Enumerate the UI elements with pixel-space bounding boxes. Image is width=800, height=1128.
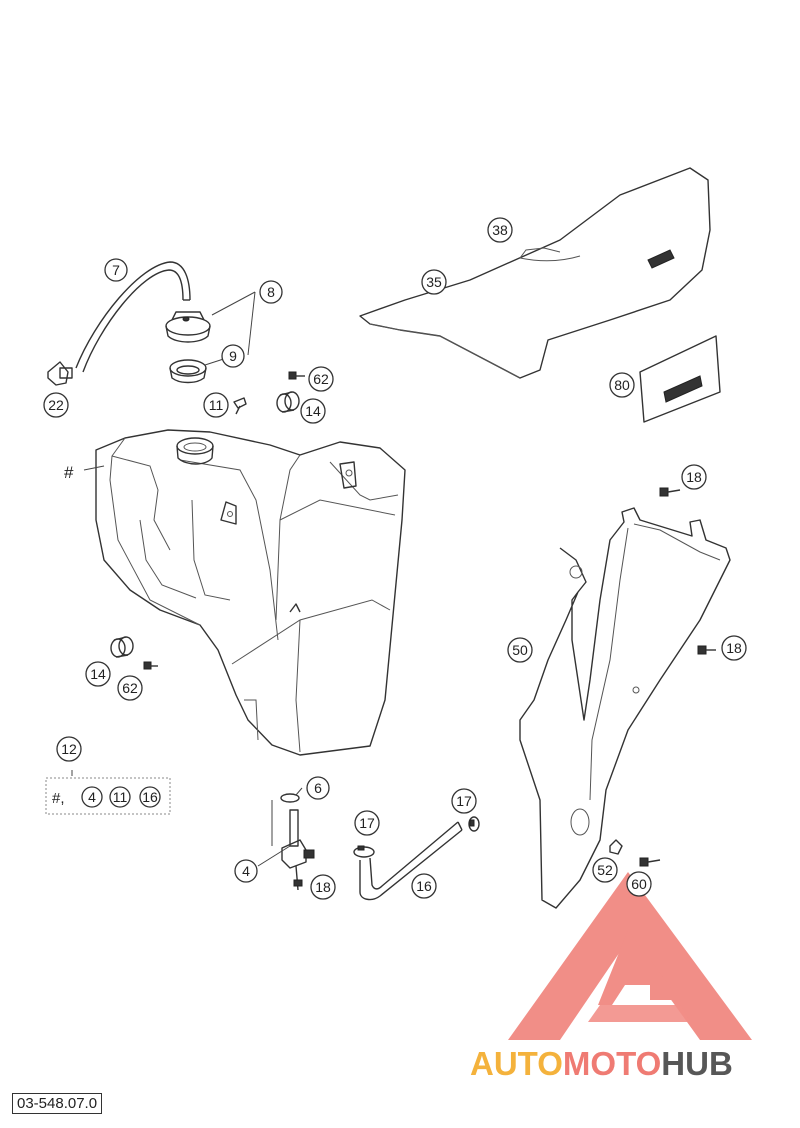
watermark-text-hub: HUB [661, 1045, 733, 1082]
callout-8: 8 [259, 280, 283, 304]
callout-17-right: 17 [451, 788, 477, 814]
svg-text:16: 16 [416, 878, 432, 894]
screw-part [233, 397, 247, 415]
svg-text:22: 22 [48, 397, 64, 413]
hose-fitting [47, 361, 73, 386]
seat [359, 167, 711, 379]
callout-4: 4 [234, 859, 258, 883]
svg-text:18: 18 [686, 469, 702, 485]
svg-text:52: 52 [597, 862, 613, 878]
fuel-tank [95, 429, 406, 756]
svg-text:4: 4 [242, 863, 250, 879]
callout-18-petcock: 18 [310, 874, 336, 900]
kit-item-16: 16 [139, 786, 161, 808]
svg-text:8: 8 [267, 284, 275, 300]
svg-text:16: 16 [142, 789, 158, 805]
svg-text:11: 11 [209, 397, 224, 413]
kit-contents: #, 4 11 16 [45, 777, 171, 815]
callout-52: 52 [592, 857, 618, 883]
svg-text:7: 7 [112, 262, 120, 278]
panel-nut [609, 839, 623, 855]
callout-62-top: 62 [308, 366, 334, 392]
callout-22: 22 [43, 392, 69, 418]
hose-clamp-2 [468, 816, 480, 832]
callout-14-bottom: 14 [85, 661, 111, 687]
panel-bolt-mid [697, 645, 716, 655]
svg-text:11: 11 [113, 789, 128, 805]
callout-11: 11 [203, 392, 229, 418]
fuel-line [359, 821, 463, 901]
svg-text:62: 62 [313, 371, 329, 387]
callout-35: 35 [421, 269, 447, 295]
svg-text:4: 4 [88, 789, 96, 805]
callout-6: 6 [306, 776, 330, 800]
callout-14-top: 14 [300, 398, 326, 424]
callout-18-mid: 18 [721, 635, 747, 661]
callout-9: 9 [221, 344, 245, 368]
kit-item-4: 4 [81, 786, 103, 808]
svg-text:80: 80 [614, 377, 630, 393]
callout-12: 12 [56, 736, 82, 762]
svg-text:18: 18 [726, 640, 742, 656]
side-panel [519, 507, 731, 909]
svg-text:6: 6 [314, 780, 322, 796]
watermark-text-auto: AUTO [470, 1045, 563, 1082]
svg-text:17: 17 [359, 815, 375, 831]
kit-hash: #, [52, 790, 65, 807]
svg-text:62: 62 [122, 680, 138, 696]
seat-decal [639, 335, 721, 423]
panel-bolt-top [659, 487, 681, 497]
callout-80: 80 [609, 372, 635, 398]
hose-clamp [353, 845, 375, 858]
spacer-bushing [276, 391, 300, 413]
svg-text:14: 14 [90, 666, 106, 682]
svg-text:18: 18 [315, 879, 331, 895]
callout-62-bottom: 62 [117, 675, 143, 701]
small-bolt-lower [143, 661, 158, 670]
svg-text:50: 50 [512, 642, 528, 658]
kit-item-11: 11 [109, 786, 131, 808]
callout-16: 16 [411, 873, 437, 899]
watermark-text-moto: MOTO [562, 1045, 662, 1082]
cap-seal [169, 359, 207, 384]
breather-hose [75, 261, 191, 373]
svg-text:14: 14 [305, 403, 321, 419]
small-bolt [288, 371, 305, 380]
tank-cap [165, 311, 211, 343]
spacer-bushing-lower [110, 636, 134, 658]
svg-text:9: 9 [229, 348, 237, 364]
callout-38: 38 [487, 217, 513, 243]
o-ring [280, 793, 300, 803]
callout-17-left: 17 [354, 810, 380, 836]
svg-text:35: 35 [426, 274, 442, 290]
callout-60: 60 [626, 871, 652, 897]
watermark-text: AUTOMOTOHUB [470, 1045, 733, 1083]
callout-7: 7 [104, 258, 128, 282]
svg-text:60: 60 [631, 876, 647, 892]
fuel-petcock [281, 809, 315, 891]
watermark-logo [508, 872, 752, 1040]
callout-18-top: 18 [681, 464, 707, 490]
tank-marker: # [64, 463, 74, 482]
svg-text:12: 12 [61, 741, 77, 757]
panel-bolt-bottom [639, 857, 661, 867]
callout-50: 50 [507, 637, 533, 663]
leader-lines [71, 291, 303, 867]
svg-text:38: 38 [492, 222, 508, 238]
diagram-code-label: 03-548.07.0 [12, 1093, 103, 1114]
svg-text:17: 17 [456, 793, 472, 809]
